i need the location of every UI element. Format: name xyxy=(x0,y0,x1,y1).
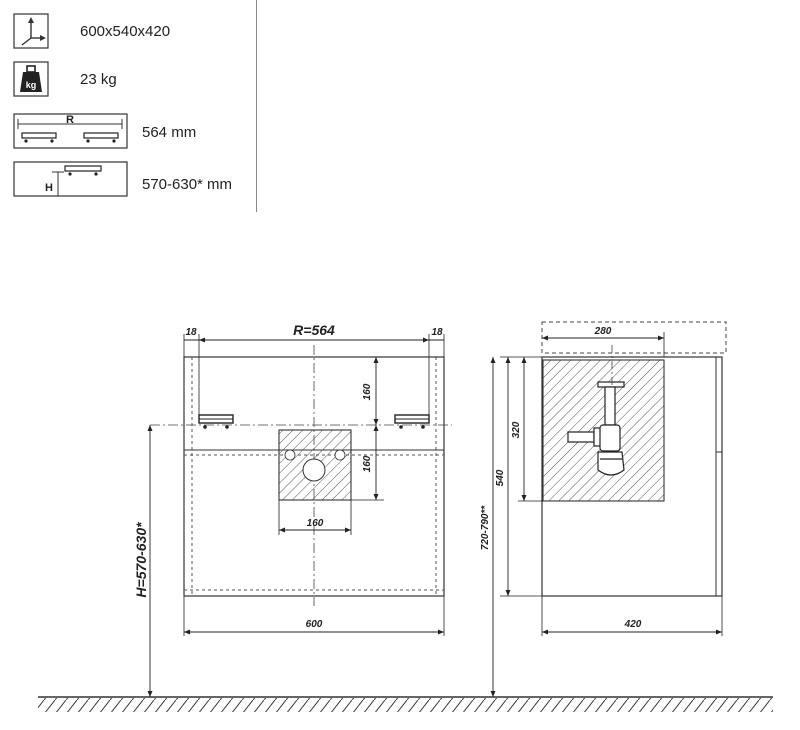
mount-height-text: 570-630* mm xyxy=(142,176,233,193)
side-top-width-dim: 280 xyxy=(594,326,612,337)
lower-vertical-dim: 160 xyxy=(362,455,373,472)
mount-height-icon: H xyxy=(13,161,128,197)
left-wall-bracket xyxy=(198,414,234,429)
right-wall-bracket xyxy=(394,414,430,429)
front-right-side-dim: 18 xyxy=(431,327,443,338)
front-view: 18 R=564 18 160 160 160 600 H=570-630* xyxy=(133,322,452,697)
rail-icon-label: R xyxy=(66,114,74,126)
total-height-dim: 720-790** xyxy=(480,505,491,551)
front-width-dim: 600 xyxy=(306,619,323,630)
side-height-dim: 540 xyxy=(495,469,506,486)
dimensions-axes-icon xyxy=(13,13,49,49)
floor-line xyxy=(38,696,773,712)
front-left-side-dim: 18 xyxy=(185,327,197,338)
rail-spacing-dim: R=564 xyxy=(293,322,335,338)
side-cutout-height-dim: 320 xyxy=(511,421,522,438)
side-view: 280 320 540 720-790** 420 xyxy=(480,321,727,697)
weight-icon-label: kg xyxy=(26,80,37,90)
rail-distance-text: 564 mm xyxy=(142,124,197,141)
height-icon-label: H xyxy=(45,182,53,194)
weight-kg-icon: kg xyxy=(13,61,49,97)
weight-text: 23 kg xyxy=(80,71,117,88)
rail-distance-icon: R xyxy=(13,113,128,149)
cutout-width-dim: 160 xyxy=(307,518,324,529)
upper-vertical-dim: 160 xyxy=(362,383,373,400)
side-depth-dim: 420 xyxy=(624,619,642,630)
dimensions-text: 600x540x420 xyxy=(80,23,171,40)
spec-panel-divider xyxy=(256,0,257,212)
siphon-drain xyxy=(567,381,625,476)
mount-height-dim: H=570-630* xyxy=(133,522,149,598)
